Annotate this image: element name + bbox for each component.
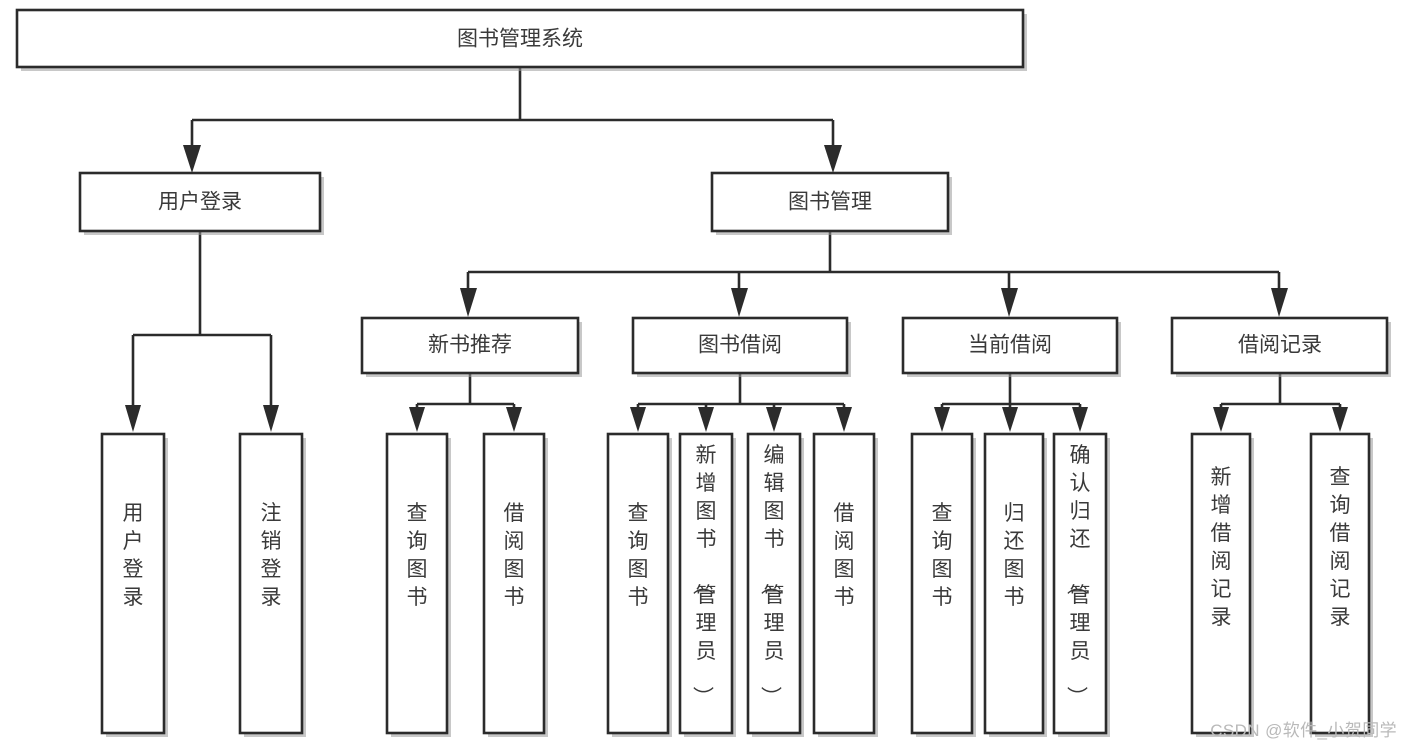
arrow-bm-to-book-borrow bbox=[731, 288, 748, 317]
connector-book-borrow-trunk bbox=[636, 373, 846, 410]
node-leaf-borrow-book-1[interactable]: 借阅图书 bbox=[482, 432, 548, 737]
node-user-login[interactable]: 用户登录 bbox=[78, 171, 324, 235]
arrow-current-borrow-to-leaf-confirm-return bbox=[1072, 407, 1088, 432]
connector-root-trunk bbox=[190, 67, 835, 148]
arrow-user-login-to-leaf-logout bbox=[263, 405, 279, 432]
node-leaf-edit-book-label: 编辑图书（管理员） bbox=[759, 444, 785, 707]
node-leaf-query-book-2-label: 查询图书 bbox=[628, 502, 649, 609]
arrow-bm-to-new-book-recommend bbox=[460, 288, 477, 317]
node-leaf-query-book-1-label: 查询图书 bbox=[407, 502, 428, 609]
arrow-borrow-record-to-leaf-query-record bbox=[1332, 407, 1348, 432]
node-leaf-confirm-return-label: 确认归还（管理员） bbox=[1065, 444, 1091, 707]
node-leaf-return-book-label: 归还图书 bbox=[1004, 502, 1025, 609]
arrow-root-to-user-login bbox=[183, 145, 201, 173]
node-leaf-logout[interactable]: 注销登录 bbox=[238, 432, 306, 737]
node-book-management[interactable]: 图书管理 bbox=[710, 171, 952, 235]
arrow-bm-to-borrow-record bbox=[1271, 288, 1288, 317]
node-new-book-recommend-label: 新书推荐 bbox=[428, 334, 512, 357]
node-leaf-add-record[interactable]: 新增借阅记录 bbox=[1190, 432, 1254, 737]
node-borrow-record[interactable]: 借阅记录 bbox=[1170, 316, 1391, 377]
node-leaf-query-book-1[interactable]: 查询图书 bbox=[385, 432, 451, 737]
node-root[interactable]: 图书管理系统 bbox=[15, 8, 1027, 71]
node-leaf-add-book-label: 新增图书（管理员） bbox=[691, 444, 717, 707]
node-leaf-borrow-book-1-label: 借阅图书 bbox=[504, 502, 525, 609]
node-leaf-return-book[interactable]: 归还图书 bbox=[983, 432, 1047, 737]
node-leaf-confirm-return[interactable]: 确认归还（管理员） bbox=[1052, 432, 1110, 737]
node-leaf-borrow-book-2-label: 借阅图书 bbox=[834, 502, 855, 609]
node-book-borrow-label: 图书借阅 bbox=[698, 334, 782, 357]
node-leaf-logout-label: 注销登录 bbox=[261, 502, 282, 609]
connector-book-management-trunk bbox=[466, 231, 1281, 292]
node-leaf-query-record-label: 查询借阅记录 bbox=[1330, 466, 1351, 629]
node-leaf-user-login-label: 用户登录 bbox=[123, 502, 144, 609]
node-user-login-label: 用户登录 bbox=[158, 191, 242, 214]
arrow-root-to-book-management bbox=[824, 145, 842, 173]
arrow-user-login-to-leaf-user-login bbox=[125, 405, 141, 432]
node-leaf-query-book-3[interactable]: 查询图书 bbox=[910, 432, 976, 737]
arrow-new-book-to-leaf-query-book bbox=[409, 407, 425, 432]
arrow-current-borrow-to-leaf-query-book bbox=[934, 407, 950, 432]
node-book-borrow[interactable]: 图书借阅 bbox=[631, 316, 851, 377]
arrow-current-borrow-to-leaf-return-book bbox=[1002, 407, 1018, 432]
connector-user-login-trunk bbox=[131, 231, 273, 408]
arrow-new-book-to-leaf-borrow-book bbox=[506, 407, 522, 432]
node-leaf-user-login[interactable]: 用户登录 bbox=[100, 432, 168, 737]
node-root-label: 图书管理系统 bbox=[457, 28, 583, 51]
node-book-management-label: 图书管理 bbox=[788, 191, 872, 214]
arrow-borrow-record-to-leaf-add-record bbox=[1213, 407, 1229, 432]
arrow-book-borrow-to-leaf-edit-book bbox=[766, 407, 782, 432]
connector-layer bbox=[125, 67, 1348, 432]
arrow-book-borrow-to-leaf-add-book bbox=[698, 407, 714, 432]
connector-current-borrow-trunk bbox=[940, 373, 1082, 410]
node-leaf-query-record[interactable]: 查询借阅记录 bbox=[1309, 432, 1373, 737]
node-leaf-add-record-label: 新增借阅记录 bbox=[1211, 466, 1232, 629]
node-current-borrow-label: 当前借阅 bbox=[968, 334, 1052, 357]
arrow-book-borrow-to-leaf-query-book bbox=[630, 407, 646, 432]
node-leaf-add-book[interactable]: 新增图书（管理员） bbox=[678, 432, 736, 737]
arrow-book-borrow-to-leaf-borrow-book bbox=[836, 407, 852, 432]
node-new-book-recommend[interactable]: 新书推荐 bbox=[360, 316, 582, 377]
node-leaf-query-book-2[interactable]: 查询图书 bbox=[606, 432, 672, 737]
node-leaf-edit-book[interactable]: 编辑图书（管理员） bbox=[746, 432, 804, 737]
node-borrow-record-label: 借阅记录 bbox=[1238, 334, 1322, 357]
arrow-bm-to-current-borrow bbox=[1001, 288, 1018, 317]
node-leaf-query-book-3-label: 查询图书 bbox=[932, 502, 953, 609]
connector-borrow-record-trunk bbox=[1219, 373, 1342, 410]
node-leaf-borrow-book-2[interactable]: 借阅图书 bbox=[812, 432, 878, 737]
csdn-watermark: CSDN @软件_小贺同学 bbox=[1210, 721, 1397, 740]
connector-new-book-trunk bbox=[415, 373, 516, 410]
node-current-borrow[interactable]: 当前借阅 bbox=[901, 316, 1121, 377]
